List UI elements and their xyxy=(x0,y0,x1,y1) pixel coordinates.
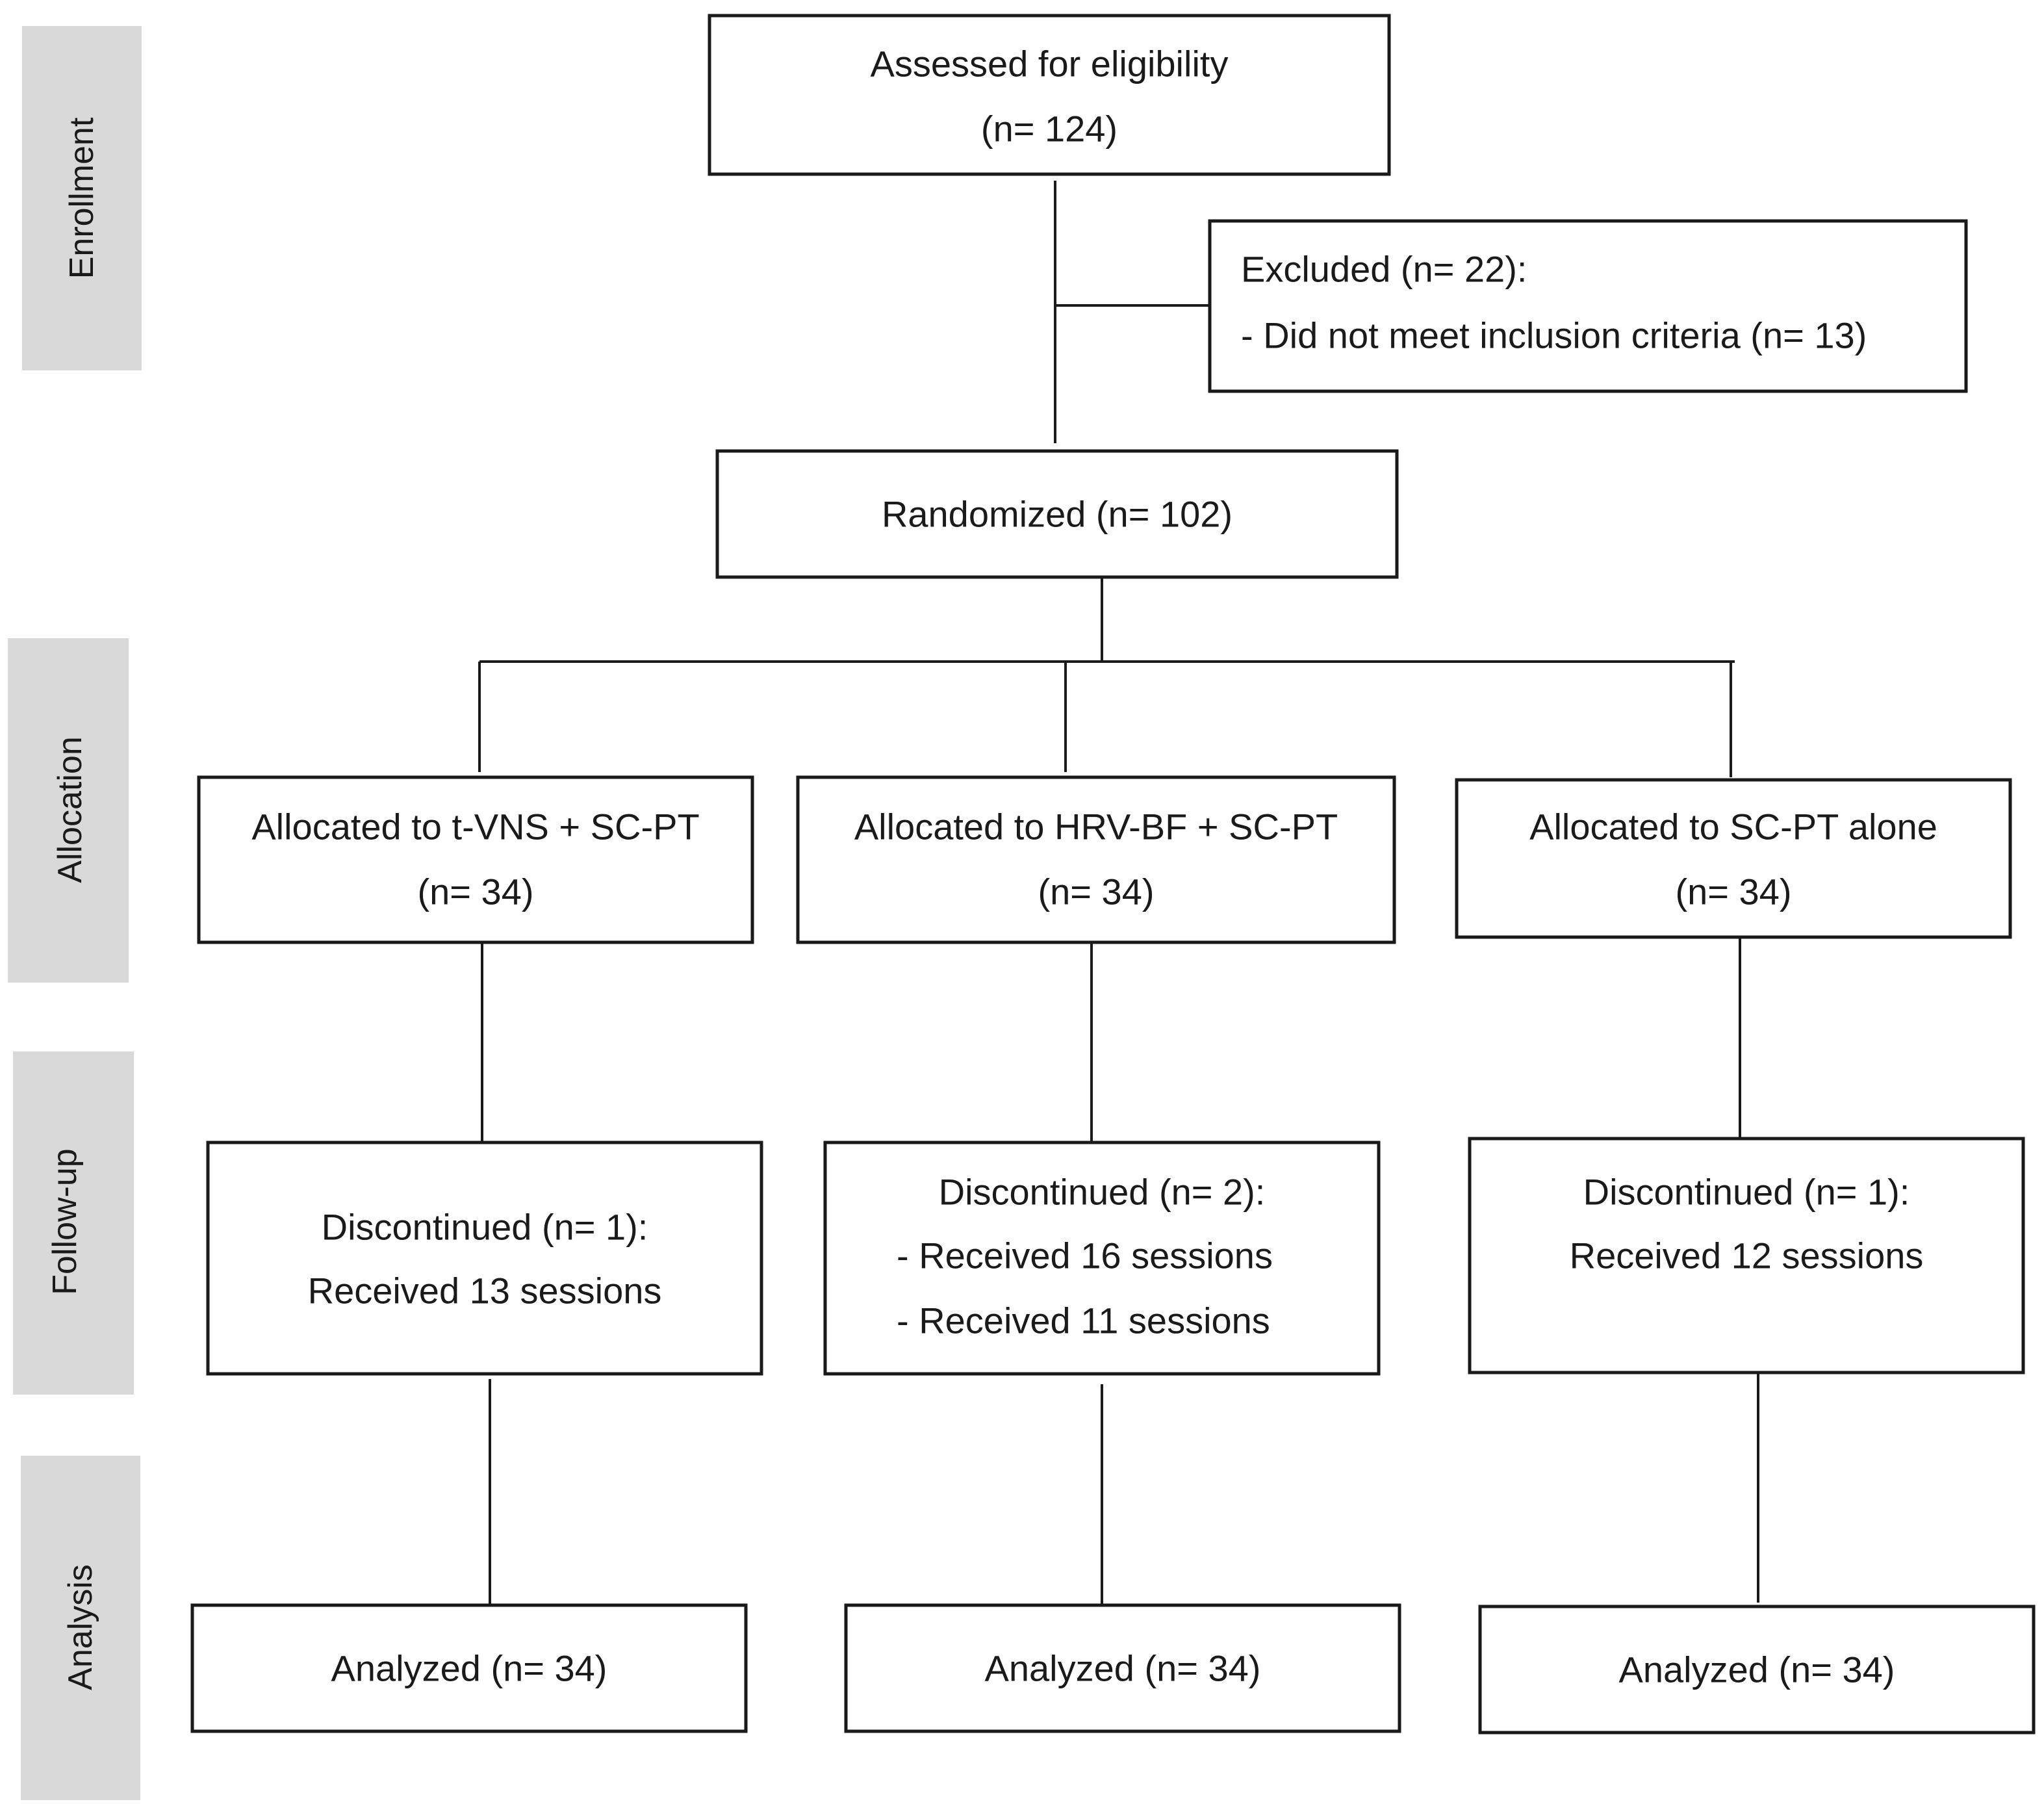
stage-enrollment-label: Enrollment xyxy=(63,117,101,279)
stage-followup-label: Follow-up xyxy=(46,1148,84,1295)
assessed-count: (n= 124) xyxy=(981,109,1118,149)
box-disc-scpt: Discontinued (n= 1): Received 12 session… xyxy=(1468,1137,2025,1374)
excluded-title: Excluded (n= 22): xyxy=(1241,249,1527,290)
connectors xyxy=(478,181,1759,1604)
disc-scpt-title: Discontinued (n= 1): xyxy=(1583,1172,1910,1213)
analyzed-tvns-title: Analyzed (n= 34) xyxy=(331,1648,607,1689)
alloc-tvns-count: (n= 34) xyxy=(418,871,534,912)
box-disc-tvns: Discontinued (n= 1): Received 13 session… xyxy=(206,1141,763,1376)
disc-hrv-detail-2: - Received 11 sessions xyxy=(897,1300,1270,1341)
box-assessed: Assessed for eligibility (n= 124) xyxy=(708,14,1391,176)
box-analyzed-tvns: Analyzed (n= 34) xyxy=(190,1603,748,1733)
alloc-scpt-title: Allocated to SC-PT alone xyxy=(1529,806,1937,847)
alloc-hrv-title: Allocated to HRV-BF + SC-PT xyxy=(854,806,1338,847)
alloc-tvns-title: Allocated to t-VNS + SC-PT xyxy=(251,806,699,847)
disc-tvns-detail: Received 13 sessions xyxy=(308,1271,662,1311)
box-alloc-hrv: Allocated to HRV-BF + SC-PT (n= 34) xyxy=(796,775,1396,944)
randomized-title: Randomized (n= 102) xyxy=(882,494,1233,535)
stage-followup: Follow-up xyxy=(13,1051,134,1395)
box-analyzed-hrv: Analyzed (n= 34) xyxy=(844,1603,1401,1733)
disc-tvns-title: Discontinued (n= 1): xyxy=(322,1207,648,1248)
box-alloc-tvns: Allocated to t-VNS + SC-PT (n= 34) xyxy=(197,775,754,944)
assessed-title: Assessed for eligibility xyxy=(871,44,1229,84)
stage-enrollment: Enrollment xyxy=(22,26,142,370)
stage-allocation: Allocation xyxy=(8,638,129,983)
box-analyzed-scpt: Analyzed (n= 34) xyxy=(1478,1605,2036,1735)
stage-allocation-label: Allocation xyxy=(51,736,89,883)
excluded-reason: - Did not meet inclusion criteria (n= 13… xyxy=(1241,315,1867,356)
alloc-scpt-count: (n= 34) xyxy=(1676,871,1792,912)
box-excluded: Excluded (n= 22): - Did not meet inclusi… xyxy=(1208,219,1968,393)
analyzed-scpt-title: Analyzed (n= 34) xyxy=(1619,1649,1895,1690)
box-disc-hrv: Discontinued (n= 2): - Received 16 sessi… xyxy=(823,1141,1381,1376)
analyzed-hrv-title: Analyzed (n= 34) xyxy=(985,1648,1261,1689)
disc-hrv-title: Discontinued (n= 2): xyxy=(939,1172,1266,1213)
stage-analysis-label: Analysis xyxy=(62,1564,99,1690)
box-randomized: Randomized (n= 102) xyxy=(715,449,1399,579)
disc-scpt-detail: Received 12 sessions xyxy=(1570,1235,1924,1276)
box-alloc-scpt: Allocated to SC-PT alone (n= 34) xyxy=(1455,778,2012,939)
disc-hrv-detail-1: - Received 16 sessions xyxy=(897,1235,1273,1276)
alloc-hrv-count: (n= 34) xyxy=(1038,871,1155,912)
stage-analysis: Analysis xyxy=(21,1456,140,1800)
